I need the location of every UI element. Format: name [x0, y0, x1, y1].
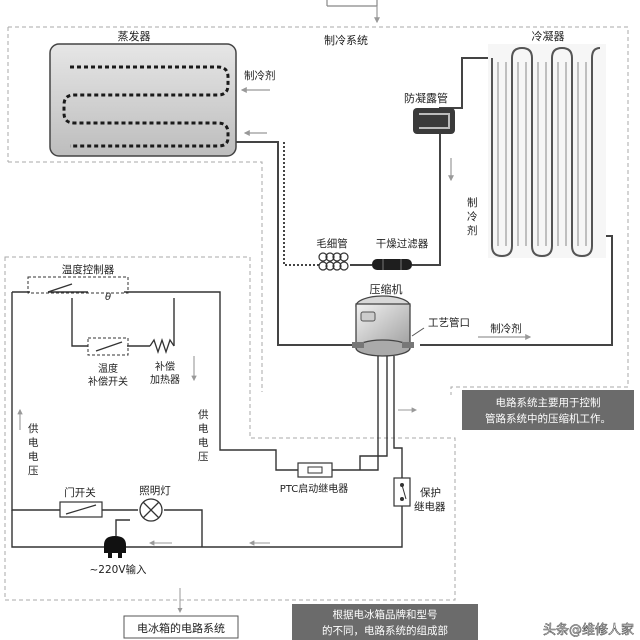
evaporator: 蒸发器: [49, 29, 237, 157]
temp-comp-switch-label-1: 温度: [98, 362, 118, 375]
circuit-region-outline: [4, 256, 456, 601]
temp-comp-switch: [87, 337, 129, 356]
protection-relay-label-2: 继电器: [414, 500, 446, 513]
refrigeration-system-title: 制冷系统: [324, 34, 368, 47]
supply-voltage-left-char-2: 电: [28, 436, 39, 449]
thermostat-theta: θ: [105, 292, 111, 303]
supply-voltage-left-char-1: 供: [28, 422, 39, 435]
circuit-note-line-1: 根据电冰箱品牌和型号: [333, 608, 438, 621]
evaporator-label: 蒸发器: [118, 29, 151, 43]
power-input-label: ~220V输入: [89, 563, 147, 576]
power-plug: [104, 536, 126, 558]
supply-voltage-mid-char-2: 电: [198, 422, 209, 435]
door-switch: [59, 501, 103, 518]
refrigerant-vertical-char-1: 制: [467, 196, 478, 209]
circuit-system-title: 电冰箱的电路系统: [137, 621, 225, 635]
watermark: 头条@维修人家: [543, 622, 634, 638]
refrigerant-label-vertical: 制 冷 剂: [467, 196, 478, 237]
top-connector: [326, 0, 380, 24]
temp-comp-switch-label-2: 补偿开关: [88, 375, 128, 388]
dryer-filter: [372, 259, 412, 270]
supply-voltage-mid-char-1: 供: [198, 408, 209, 421]
supply-voltage-mid: 供 电 电 压: [198, 408, 209, 463]
supply-voltage-mid-char-4: 压: [198, 451, 209, 463]
compressor-label: 压缩机: [370, 282, 403, 296]
refrigerant-label-2: 制冷剂: [490, 322, 522, 335]
dryer-filter-label: 干燥过滤器: [376, 237, 429, 250]
refrigeration-region-outline: [7, 26, 629, 395]
circuit-system-title-box: 电冰箱的电路系统: [123, 588, 239, 639]
protection-relay: [393, 477, 411, 507]
supply-voltage-left-char-4: 压: [28, 465, 39, 477]
circuit-note-line-2: 的不同，电路系统的组成部: [322, 624, 448, 637]
condenser: [488, 44, 606, 258]
process-port-pointer: [411, 327, 425, 337]
lamp: [139, 498, 163, 522]
circuit-note: 根据电冰箱品牌和型号 的不同，电路系统的组成部: [292, 604, 478, 640]
condenser-label: 冷凝器: [532, 29, 565, 43]
comp-heater-label-1: 补偿: [155, 360, 175, 373]
refrigerant-label-1: 制冷剂: [244, 69, 276, 82]
compressor-note-line-2: 管路系统中的压缩机工作。: [485, 412, 611, 425]
lamp-label: 照明灯: [139, 485, 171, 497]
compressor-note-line-1: 电路系统主要用于控制: [496, 396, 601, 409]
supply-voltage-mid-char-3: 电: [198, 436, 209, 449]
comp-heater-label-2: 加热器: [150, 373, 180, 386]
thermostat: [27, 276, 129, 294]
comp-heater: [149, 337, 175, 355]
capillary-tube: [318, 252, 349, 271]
anti-condensation-pipe: [413, 108, 455, 134]
compressor: [352, 295, 414, 357]
anti-condensation-pipe-label: 防凝露管: [404, 91, 448, 105]
compressor-note: 电路系统主要用于控制 管路系统中的压缩机工作。: [462, 390, 634, 430]
ptc-relay: [297, 462, 333, 478]
capillary-tube-label: 毛细管: [316, 237, 348, 250]
supply-voltage-left: 供 电 电 压: [28, 422, 39, 477]
process-port-label: 工艺管口: [428, 316, 470, 329]
supply-voltage-left-char-3: 电: [28, 450, 39, 463]
thermostat-label: 温度控制器: [62, 263, 115, 276]
protection-relay-label-1: 保护: [420, 486, 441, 499]
refrigerant-vertical-char-2: 冷: [467, 210, 478, 223]
refrigerant-vertical-char-3: 剂: [467, 224, 478, 237]
door-switch-label: 门开关: [64, 486, 96, 499]
circuit-wiring: [11, 291, 403, 548]
circuit-flow-arrows: [17, 356, 418, 546]
ptc-relay-label: PTC启动继电器: [280, 482, 349, 495]
